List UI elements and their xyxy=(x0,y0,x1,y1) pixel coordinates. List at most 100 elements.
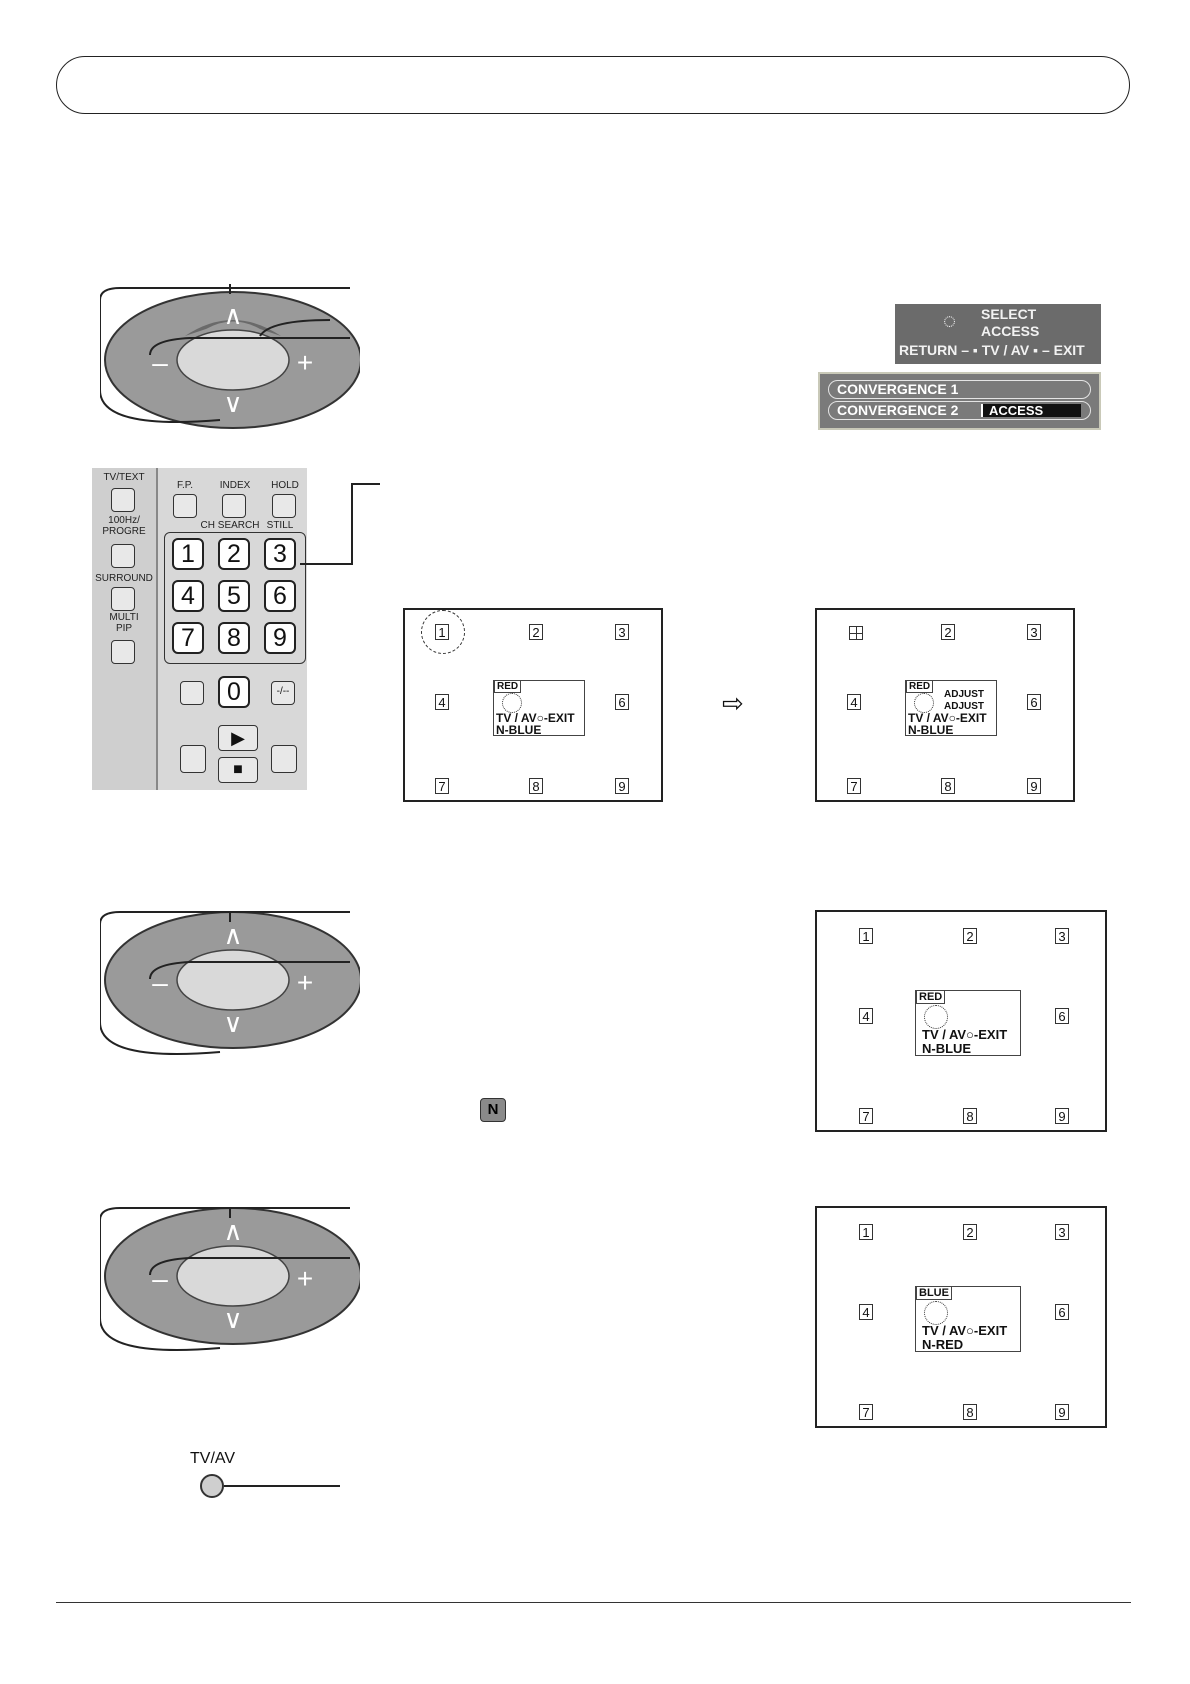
osd-header: ◌ SELECT ACCESS RETURN – ▪ TV / AV ▪ – E… xyxy=(895,304,1101,364)
ch-search-label: CH SEARCH xyxy=(200,520,260,531)
multi-pip-label: MULTI PIP xyxy=(109,612,139,634)
crosshair-icon xyxy=(849,626,863,640)
next-color-text: N-RED xyxy=(922,1337,964,1352)
100hz-label: 100Hz/ PROGRE xyxy=(102,515,146,537)
exit-text: TV / AV○-EXIT xyxy=(496,711,575,725)
grid-point-3[interactable]: 3 xyxy=(1027,624,1041,640)
svg-text:∨: ∨ xyxy=(223,388,242,418)
grid-point-9[interactable]: 9 xyxy=(615,778,629,794)
number-key-6[interactable]: 6 xyxy=(264,580,296,612)
adjust-panel: RED TV / AV○-EXIT N-BLUE xyxy=(915,990,1021,1056)
direction-pad-2[interactable]: ∧ ∨ – + xyxy=(100,904,360,1084)
grid-point-6[interactable]: 6 xyxy=(1055,1008,1069,1024)
leader-lines-2 xyxy=(100,911,350,1055)
convergence-screen-2: 2 3 4 6 7 8 9 RED ADJUST ADJUST TV / AV○… xyxy=(815,608,1075,802)
grid-point-7[interactable]: 7 xyxy=(435,778,449,794)
grid-point-3[interactable]: 3 xyxy=(1055,1224,1069,1240)
leader-lines-3 xyxy=(100,1207,350,1351)
grid-point-6[interactable]: 6 xyxy=(615,694,629,710)
convergence-screen-1: 1 2 3 4 6 7 8 9 RED TV / AV○-EXIT N-BLUE xyxy=(403,608,663,802)
surround-button[interactable] xyxy=(111,587,135,611)
grid-point-7[interactable]: 7 xyxy=(847,778,861,794)
svg-text:∧: ∧ xyxy=(223,920,242,950)
input-button[interactable] xyxy=(180,681,204,705)
grid-point-4[interactable]: 4 xyxy=(847,694,861,710)
grid-point-1[interactable]: 1 xyxy=(859,928,873,944)
grid-point-2[interactable]: 2 xyxy=(941,624,955,640)
tvav-button[interactable] xyxy=(200,1474,224,1498)
grid-point-3[interactable]: 3 xyxy=(1055,928,1069,944)
number-key-8[interactable]: 8 xyxy=(218,622,250,654)
grid-point-7[interactable]: 7 xyxy=(859,1108,873,1124)
grid-point-9[interactable]: 9 xyxy=(1055,1108,1069,1124)
stop-button[interactable]: ■ xyxy=(218,757,258,783)
grid-point-8[interactable]: 8 xyxy=(529,778,543,794)
100hz-button[interactable] xyxy=(111,544,135,568)
tv-text-label: TV/TEXT xyxy=(103,472,145,483)
grid-point-8[interactable]: 8 xyxy=(963,1404,977,1420)
svg-text:–: – xyxy=(152,347,168,378)
fp-button[interactable] xyxy=(173,494,197,518)
hold-label: HOLD xyxy=(271,480,299,491)
number-key-9[interactable]: 9 xyxy=(264,622,296,654)
rewind-button[interactable] xyxy=(180,745,206,773)
direction-pad-1[interactable]: ∧ ∨ – + xyxy=(100,284,360,464)
svg-text:∨: ∨ xyxy=(223,1304,242,1334)
osd-select-label: SELECT xyxy=(981,306,1037,322)
grid-point-1[interactable]: 1 xyxy=(435,624,449,640)
multi-pip-button[interactable] xyxy=(111,640,135,664)
index-button[interactable] xyxy=(222,494,246,518)
grid-point-9[interactable]: 9 xyxy=(1055,1404,1069,1420)
number-key-3[interactable]: 3 xyxy=(264,538,296,570)
grid-point-2[interactable]: 2 xyxy=(529,624,543,640)
grid-point-3[interactable]: 3 xyxy=(615,624,629,640)
color-tag: RED xyxy=(906,680,934,693)
grid-point-9[interactable]: 9 xyxy=(1027,778,1041,794)
convergence-screen-3: 1 2 3 4 6 7 8 9 RED TV / AV○-EXIT N-BLUE xyxy=(815,910,1107,1132)
grid-point-1[interactable]: 1 xyxy=(859,1224,873,1240)
menu-item-convergence-1[interactable]: CONVERGENCE 1 xyxy=(828,380,1091,399)
section-title-frame xyxy=(56,56,1130,114)
color-tag: RED xyxy=(916,990,946,1004)
dpad-icon xyxy=(914,693,934,713)
grid-point-2[interactable]: 2 xyxy=(963,1224,977,1240)
hold-button[interactable] xyxy=(272,494,296,518)
grid-point-4[interactable]: 4 xyxy=(859,1008,873,1024)
next-color-text: N-BLUE xyxy=(922,1041,972,1056)
adjust-panel: RED ADJUST ADJUST TV / AV○-EXIT N-BLUE xyxy=(905,680,997,737)
grid-point-6[interactable]: 6 xyxy=(1027,694,1041,710)
number-key-7[interactable]: 7 xyxy=(172,622,204,654)
number-key-0[interactable]: 0 xyxy=(218,676,250,708)
number-key-4[interactable]: 4 xyxy=(172,580,204,612)
dash-key[interactable]: -/-- xyxy=(271,681,295,705)
n-key-icon: N xyxy=(480,1098,506,1122)
number-key-1[interactable]: 1 xyxy=(172,538,204,570)
play-button[interactable]: ▶ xyxy=(218,725,258,751)
remote-side-panel xyxy=(92,468,158,790)
svg-text:+: + xyxy=(297,347,313,378)
grid-point-2[interactable]: 2 xyxy=(963,928,977,944)
grid-point-7[interactable]: 7 xyxy=(859,1404,873,1420)
svg-text:∧: ∧ xyxy=(223,1216,242,1246)
tv-text-button[interactable] xyxy=(111,488,135,512)
number-key-2[interactable]: 2 xyxy=(218,538,250,570)
convergence-screen-4: 1 2 3 4 6 7 8 9 BLUE TV / AV○-EXIT N-RED xyxy=(815,1206,1107,1428)
fp-label: F.P. xyxy=(177,480,193,491)
grid-point-4[interactable]: 4 xyxy=(435,694,449,710)
direction-pad-3[interactable]: ∧ ∨ – + xyxy=(100,1200,360,1380)
grid-point-6[interactable]: 6 xyxy=(1055,1304,1069,1320)
grid-point-4[interactable]: 4 xyxy=(859,1304,873,1320)
tvav-label: TV/AV xyxy=(190,1450,236,1467)
fast-forward-button[interactable] xyxy=(271,745,297,773)
grid-point-8[interactable]: 8 xyxy=(963,1108,977,1124)
number-key-5[interactable]: 5 xyxy=(218,580,250,612)
grid-point-8[interactable]: 8 xyxy=(941,778,955,794)
arrow-right-icon: ⇨ xyxy=(722,688,744,718)
adjust-panel: RED TV / AV○-EXIT N-BLUE xyxy=(493,680,585,737)
leader-lines-1 xyxy=(100,287,350,423)
dpad-icon xyxy=(924,1301,948,1325)
footer-rule xyxy=(56,1602,1131,1603)
osd-access-label: ACCESS xyxy=(981,323,1040,339)
